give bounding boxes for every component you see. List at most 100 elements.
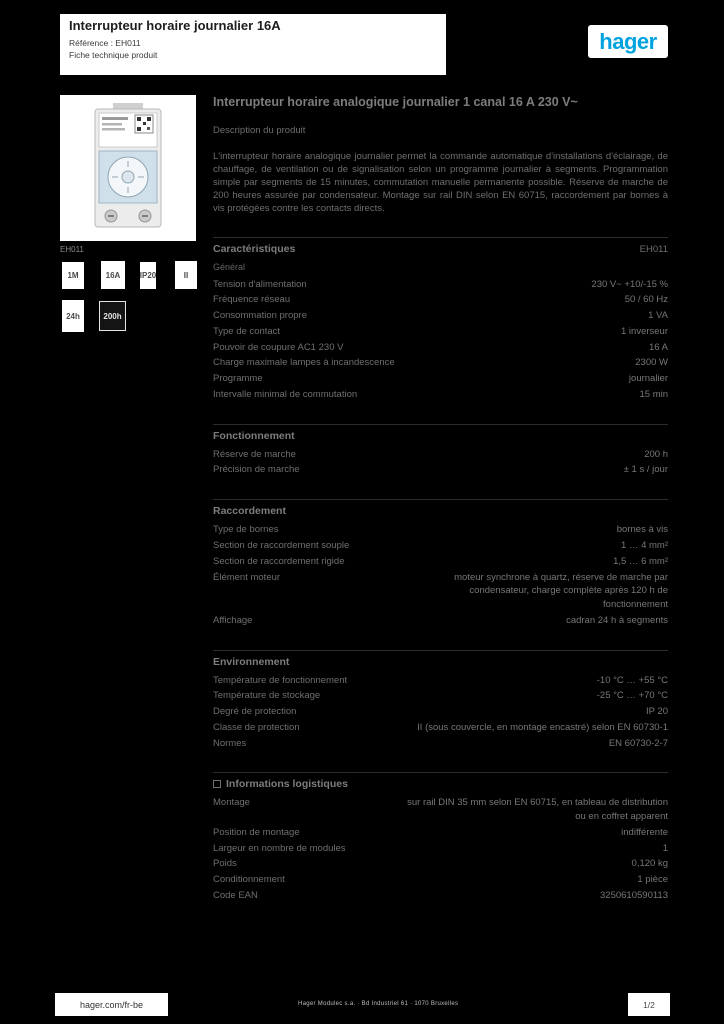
spec-row: Classe de protection II (sous couvercle,… [213, 720, 668, 736]
spec-value: 1 [662, 842, 668, 854]
spec-value: indifférente [621, 826, 668, 838]
spec-label: Position de montage [213, 826, 300, 838]
spec-value: 1 inverseur [621, 325, 668, 337]
spec-table: Réserve de marche 200 h Précision de mar… [213, 447, 668, 479]
section-header: Fonctionnement [213, 430, 668, 442]
spec-label: Pouvoir de coupure AC1 230 V [213, 341, 344, 353]
section-title: Informations logistiques [213, 778, 348, 790]
spec-value: cadran 24 h à segments [566, 614, 668, 626]
product-title: Interrupteur horaire analogique journali… [213, 95, 578, 109]
spec-value: 0,120 kg [631, 858, 668, 870]
spec-row: Température de fonctionnement -10 °C … +… [213, 673, 668, 689]
spec-value: 1 … 4 mm² [621, 539, 668, 551]
spec-label: Charge maximale lampes à incandescence [213, 357, 395, 369]
module-width-icon: 1M [62, 262, 84, 289]
section-value: EH011 [639, 243, 668, 255]
protection-class-icon: II [175, 261, 197, 289]
spec-row: Tension d'alimentation 230 V~ +10/-15 % [213, 277, 668, 293]
spec-label: Type de bornes [213, 524, 279, 536]
spec-row: Réserve de marche 200 h [213, 447, 668, 463]
section-bullet-icon [213, 780, 221, 789]
description-heading: Description du produit [213, 125, 306, 136]
spec-row: Fréquence réseau 50 / 60 Hz [213, 292, 668, 308]
spec-label: Montage [213, 797, 250, 809]
page-title: Interrupteur horaire journalier 16A [69, 18, 281, 33]
page-number: 1/2 [628, 993, 670, 1016]
spec-row: Pouvoir de coupure AC1 230 V 16 A [213, 340, 668, 356]
spec-label: Code EAN [213, 889, 258, 901]
spec-label: Intervalle minimal de commutation [213, 388, 358, 400]
spec-row: Degré de protection IP 20 [213, 704, 668, 720]
rated-current-icon: 16A [101, 261, 125, 289]
dial-24h-icon: 24h [62, 300, 84, 332]
spec-label: Section de raccordement rigide [213, 555, 345, 567]
spec-table: Température de fonctionnement -10 °C … +… [213, 673, 668, 752]
spec-value: 1 pièce [637, 874, 668, 886]
spec-label: Élément moteur [213, 571, 281, 583]
spec-value: journalier [628, 373, 668, 385]
spec-label: Affichage [213, 614, 253, 626]
spec-table: Montage sur rail DIN 35 mm selon EN 6071… [213, 795, 668, 903]
hager-logo: hager [599, 28, 657, 54]
spec-row: Section de raccordement souple 1 … 4 mm² [213, 538, 668, 554]
spec-value: II (sous couvercle, en montage encastré)… [417, 721, 668, 733]
spec-section-connection: Raccordement Type de bornes bornes à vis… [213, 499, 668, 628]
section-title-text: Informations logistiques [226, 778, 348, 791]
spec-row: Charge maximale lampes à incandescence 2… [213, 355, 668, 371]
section-title: Caractéristiques [213, 242, 296, 255]
spec-table: Type de bornes bornes à vis Section de r… [213, 522, 668, 628]
section-title: Raccordement [213, 505, 286, 518]
spec-value: 15 min [639, 388, 668, 400]
spec-row: Programme journalier [213, 371, 668, 387]
spec-row: Code EAN 3250610590113 [213, 888, 668, 904]
spec-value: ± 1 s / jour [623, 464, 668, 476]
spec-value: sur rail DIN 35 mm selon EN 60715, en ta… [407, 797, 668, 823]
section-header: Environnement [213, 656, 668, 668]
spec-section-environment: Environnement Température de fonctionnem… [213, 649, 668, 752]
footer-website-link[interactable]: hager.com/fr-be [55, 993, 168, 1016]
spec-row: Température de stockage -25 °C … +70 °C [213, 688, 668, 704]
spec-row: Type de bornes bornes à vis [213, 522, 668, 538]
product-description: L'interrupteur horaire analogique journa… [213, 151, 668, 215]
spec-row: Normes EN 60730-2-7 [213, 736, 668, 752]
spec-row: Section de raccordement rigide 1,5 … 6 m… [213, 554, 668, 570]
section-header: Raccordement [213, 505, 668, 517]
spec-value: IP 20 [645, 706, 668, 718]
spec-value: 2300 W [635, 357, 668, 369]
spec-value: 230 V~ +10/-15 % [591, 278, 668, 290]
footer-address: Hager Modulec s.a. · Bd Industriel 61 · … [298, 1001, 459, 1007]
document-type: Fiche technique produit [69, 49, 158, 60]
spec-value: 3250610590113 [600, 889, 668, 901]
product-reference: Référence : EH011 [69, 37, 141, 48]
spec-label: Programme [213, 373, 263, 385]
spec-row: Poids 0,120 kg [213, 856, 668, 872]
spec-row: Type de contact 1 inverseur [213, 324, 668, 340]
header: Interrupteur horaire journalier 16A Réfé… [60, 14, 446, 75]
spec-label: Normes [213, 737, 247, 749]
power-reserve-icon: 200h [99, 301, 126, 331]
spec-label: Section de raccordement souple [213, 539, 350, 551]
product-photo [60, 95, 196, 241]
spec-value: EN 60730-2-7 [608, 737, 668, 749]
spec-label: Précision de marche [213, 464, 300, 476]
time-switch-illustration [94, 103, 162, 228]
spec-label: Type de contact [213, 325, 281, 337]
spec-value: -10 °C … +55 °C [596, 674, 668, 686]
spec-row: Montage sur rail DIN 35 mm selon EN 6071… [213, 795, 668, 825]
spec-row: Consommation propre 1 VA [213, 308, 668, 324]
spec-label: Tension d'alimentation [213, 278, 307, 290]
spec-row: Précision de marche ± 1 s / jour [213, 462, 668, 478]
spec-label: Réserve de marche [213, 448, 296, 460]
ip-rating-icon: IP20 [140, 262, 156, 289]
spec-label: Consommation propre [213, 310, 307, 322]
spec-row: Largeur en nombre de modules 1 [213, 841, 668, 857]
spec-value: 1,5 … 6 mm² [613, 555, 668, 567]
spec-row: Position de montage indifférente [213, 825, 668, 841]
section-title: Environnement [213, 655, 290, 668]
spec-label: Poids [213, 858, 237, 870]
spec-value: 200 h [644, 448, 668, 460]
spec-value: bornes à vis [616, 524, 668, 536]
spec-value: 16 A [648, 341, 668, 353]
spec-label: Température de stockage [213, 690, 321, 702]
spec-label: Degré de protection [213, 706, 297, 718]
